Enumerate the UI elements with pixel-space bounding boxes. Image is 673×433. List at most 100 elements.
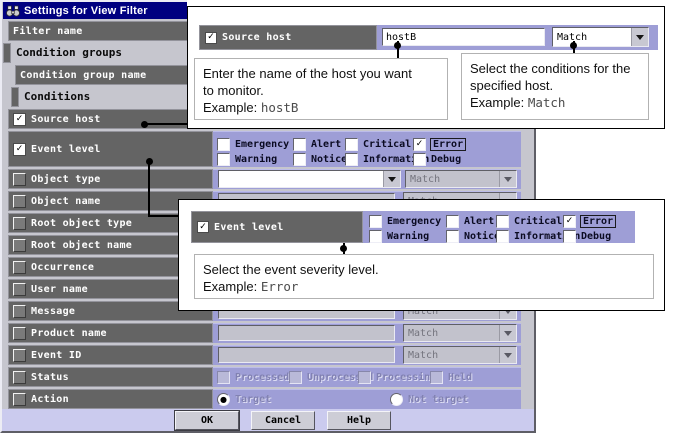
- product-name-match-dropdown: Match: [403, 324, 517, 342]
- chevron-down-icon: [504, 352, 512, 358]
- action-option-not-target: Not target: [390, 393, 468, 406]
- held-checkbox: [430, 371, 443, 384]
- critical-checkbox[interactable]: [345, 138, 358, 151]
- alert-checkbox: [446, 215, 459, 228]
- unprocessed-checkbox: [289, 371, 302, 384]
- cancel-button[interactable]: Cancel: [251, 411, 315, 430]
- event-id-input: [218, 347, 395, 363]
- dropdown-button: [631, 28, 648, 46]
- event-level-annotation-box: ✓ Event level Emergency Alert Critical ✓…: [178, 199, 665, 311]
- object-type-match-dropdown: Match: [405, 170, 517, 188]
- event-level-option[interactable]: Information: [345, 153, 429, 166]
- critical-checkbox: [496, 215, 509, 228]
- sidebar-item-object-type[interactable]: Object type: [8, 169, 213, 189]
- information-checkbox[interactable]: [345, 153, 358, 166]
- event-level-option[interactable]: Alert: [293, 138, 341, 151]
- sidebar-item-source-host[interactable]: ✓ Source host: [8, 109, 213, 129]
- processed-checkbox: [217, 371, 230, 384]
- status-option: Unprocessed: [289, 371, 373, 384]
- callout-dot: [146, 158, 153, 165]
- alert-checkbox[interactable]: [293, 138, 306, 151]
- sidebar-item-status[interactable]: Status: [8, 367, 213, 387]
- chevron-down-icon: [388, 176, 396, 182]
- event-id-checkbox[interactable]: [13, 348, 26, 362]
- event-level-option-replica: Critical: [496, 215, 562, 228]
- dropdown-button: [499, 171, 516, 187]
- sidebar-item-event-level[interactable]: ✓ Event level: [8, 131, 213, 167]
- event-level-option[interactable]: Critical: [345, 138, 411, 151]
- help-button[interactable]: Help: [327, 411, 391, 430]
- product-name-checkbox[interactable]: [13, 326, 26, 340]
- binoculars-icon: [6, 5, 20, 16]
- root-object-name-checkbox[interactable]: [13, 238, 26, 252]
- source-host-row-replica: ✓ Source host: [199, 25, 377, 50]
- event-level-option-replica: Notice: [446, 230, 500, 243]
- event-level-option[interactable]: Emergency: [217, 138, 289, 151]
- dropdown-button: [499, 325, 516, 341]
- error-checkbox: ✓: [563, 215, 576, 228]
- object-type-checkbox[interactable]: [13, 172, 26, 186]
- object-type-combobox[interactable]: [218, 170, 401, 188]
- object-name-checkbox[interactable]: [13, 194, 26, 208]
- dropdown-button[interactable]: [383, 171, 400, 187]
- sidebar-item-root-object-name[interactable]: Root object name: [8, 235, 213, 255]
- event-level-option[interactable]: ✓ Error: [413, 138, 467, 151]
- warning-checkbox[interactable]: [217, 153, 230, 166]
- sidebar-item-root-object-type[interactable]: Root object type: [8, 213, 213, 233]
- callout-dot: [340, 245, 347, 252]
- sidebar-item-product-name[interactable]: Product name: [8, 323, 213, 343]
- emergency-checkbox[interactable]: [217, 138, 230, 151]
- debug-checkbox[interactable]: [413, 153, 426, 166]
- chevron-down-icon: [504, 330, 512, 336]
- information-checkbox: [496, 230, 509, 243]
- sidebar-item-user-name[interactable]: User name: [8, 279, 213, 299]
- event-level-option-replica: Warning: [369, 230, 429, 243]
- notice-checkbox[interactable]: [293, 153, 306, 166]
- sidebar-item-event-id[interactable]: Event ID: [8, 345, 213, 365]
- user-name-checkbox[interactable]: [13, 282, 26, 296]
- event-level-option[interactable]: Warning: [217, 153, 277, 166]
- event-level-option-replica: Emergency: [369, 215, 441, 228]
- sidebar-item-occurrence[interactable]: Occurrence: [8, 257, 213, 277]
- error-checkbox[interactable]: ✓: [413, 138, 426, 151]
- event-level-option[interactable]: Debug: [413, 153, 461, 166]
- sidebar-item-filter-name: Filter name: [8, 21, 213, 41]
- debug-checkbox: [563, 230, 576, 243]
- root-object-type-checkbox[interactable]: [13, 216, 26, 230]
- match-callout: Select the conditions for the specified …: [461, 53, 649, 120]
- message-checkbox[interactable]: [13, 304, 26, 318]
- event-level-option-replica: Debug: [563, 230, 611, 243]
- sidebar-item-object-name[interactable]: Object name: [8, 191, 213, 211]
- action-cell: [213, 389, 521, 409]
- processing-checkbox: [358, 371, 371, 384]
- sidebar-item-action[interactable]: Action: [8, 389, 213, 409]
- sidebar-item-message[interactable]: Message: [8, 301, 213, 321]
- window-title: Settings for View Filter: [24, 4, 148, 17]
- chevron-down-icon: [504, 308, 512, 314]
- occurrence-checkbox[interactable]: [13, 260, 26, 274]
- sidebar-item-condition-group-name: Condition group name: [15, 65, 213, 85]
- status-option: Processed: [217, 371, 289, 384]
- ok-button[interactable]: OK: [175, 411, 239, 430]
- callout-line: [145, 123, 188, 125]
- emergency-checkbox: [369, 215, 382, 228]
- event-level-option-replica: ✓ Error: [563, 215, 617, 228]
- event-level-option[interactable]: Notice: [293, 153, 347, 166]
- event-level-options-cell: [213, 131, 521, 167]
- host-callout: Enter the name of the host you want to m…: [194, 58, 448, 120]
- callout-line: [148, 215, 179, 217]
- source-host-input-replica: [382, 28, 545, 46]
- annotation-box-margin: [187, 0, 665, 7]
- event-level-checkbox[interactable]: ✓: [13, 142, 26, 156]
- action-checkbox[interactable]: [13, 392, 26, 406]
- status-checkbox[interactable]: [13, 370, 26, 384]
- target-radio: ●: [217, 393, 230, 406]
- warning-checkbox: [369, 230, 382, 243]
- notice-checkbox: [446, 230, 459, 243]
- group-tab: [11, 87, 19, 107]
- source-host-checkbox[interactable]: ✓: [13, 112, 26, 126]
- chevron-down-icon: [504, 176, 512, 182]
- event-level-row-replica: ✓ Event level: [191, 211, 363, 243]
- callout-line: [397, 41, 399, 58]
